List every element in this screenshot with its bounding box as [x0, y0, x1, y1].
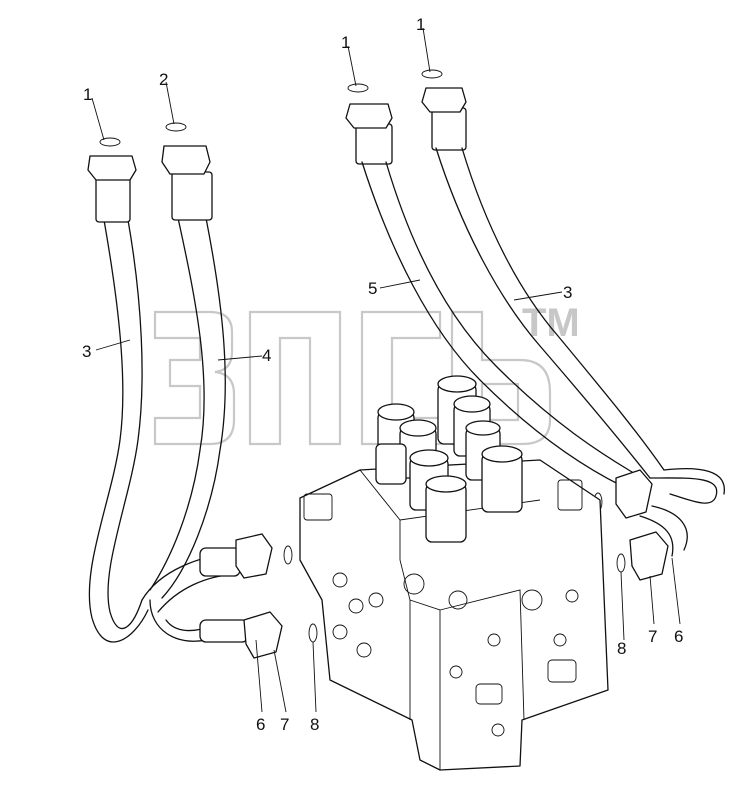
- callout-labels: 1 2 1 1 3 4 5 3 6 7 8 8 7 6: [82, 15, 683, 734]
- right-hose-group: [345, 69, 725, 581]
- control-valve-block: [299, 375, 609, 771]
- callout-1-middle: 1: [341, 33, 350, 52]
- watermark-trademark: TM: [522, 301, 580, 345]
- callout-8-left: 8: [310, 715, 319, 734]
- callout-5: 5: [368, 279, 377, 298]
- callout-1-left: 1: [83, 85, 92, 104]
- callout-6-left: 6: [256, 715, 265, 734]
- callout-7-right: 7: [648, 627, 657, 646]
- leader-lines: [91, 27, 681, 713]
- watermark-logo: TM: [153, 301, 580, 446]
- callout-3-right: 3: [563, 283, 572, 302]
- callout-8-right: 8: [617, 639, 626, 658]
- callout-6-right: 6: [674, 627, 683, 646]
- left-hose-group: [87, 122, 318, 659]
- callout-1-right: 1: [416, 15, 425, 34]
- callout-2: 2: [159, 70, 168, 89]
- callout-3-left: 3: [82, 342, 91, 361]
- callout-4: 4: [262, 346, 271, 365]
- callout-7-left: 7: [280, 715, 289, 734]
- solenoid-stack: [375, 375, 523, 543]
